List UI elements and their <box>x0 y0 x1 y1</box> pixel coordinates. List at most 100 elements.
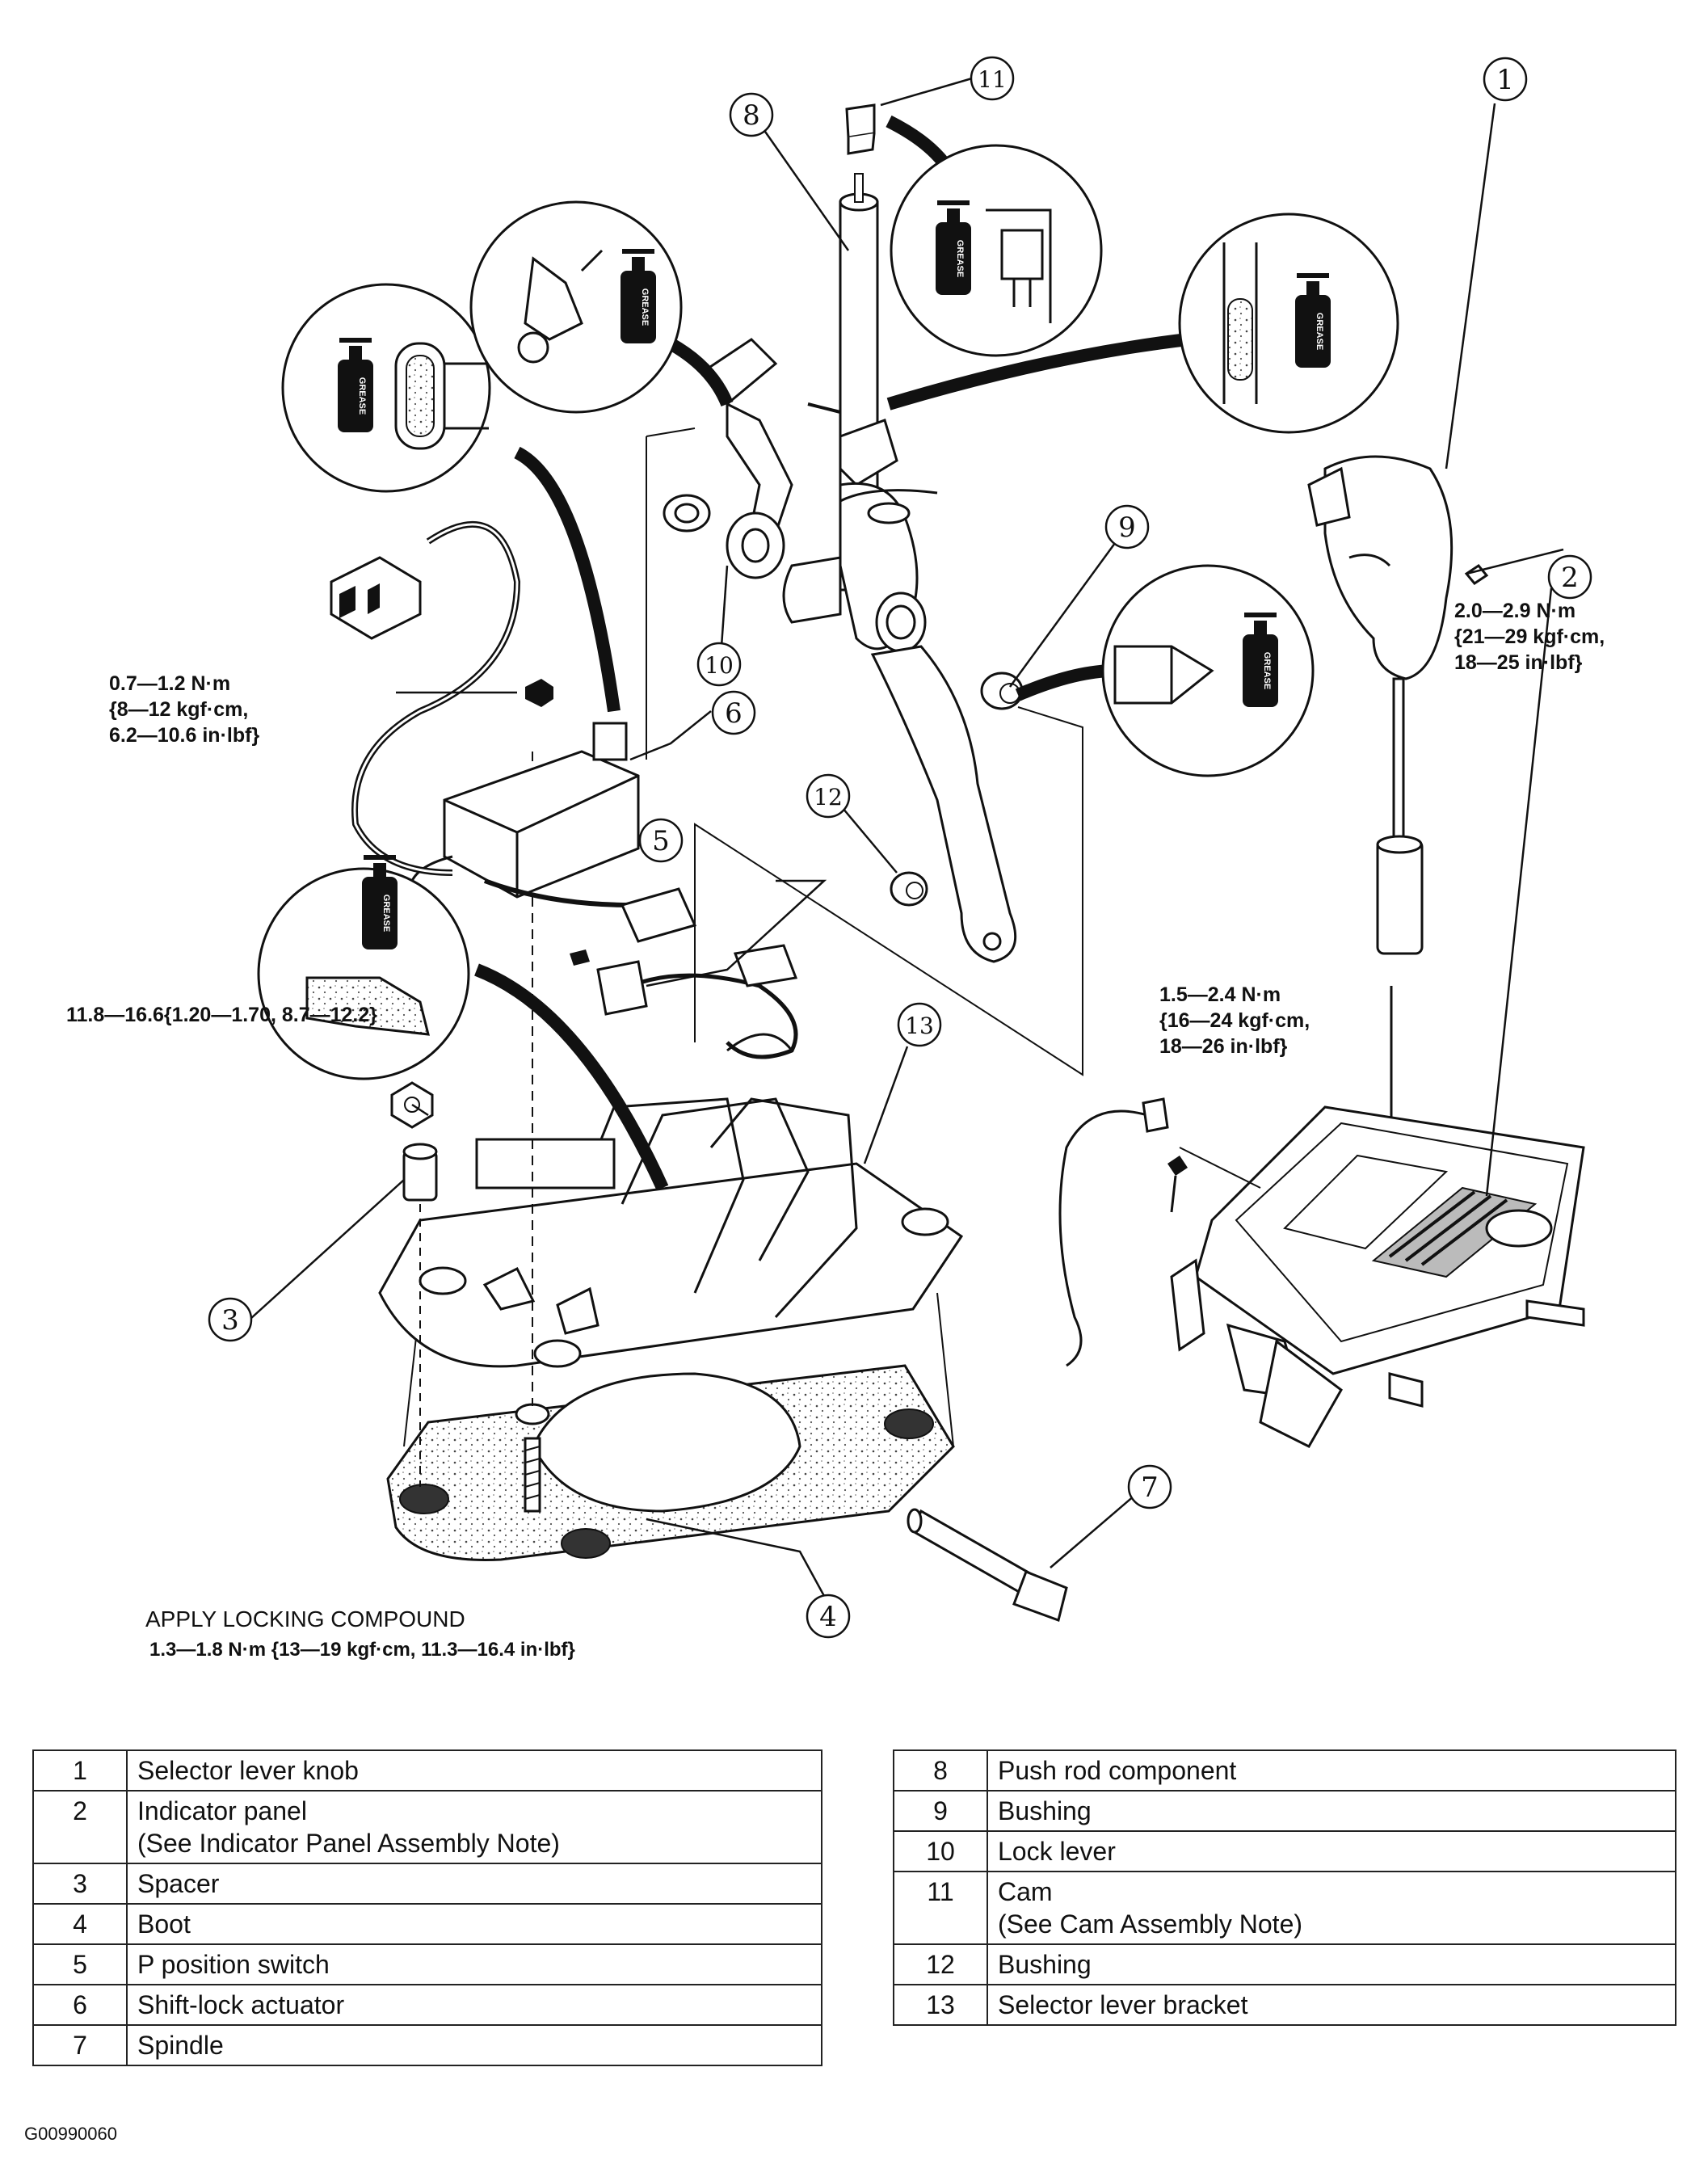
torque-bracket-nut: 11.8—16.6{1.20—1.70, 8.7—12.2} <box>66 1004 378 1026</box>
grease-detail-lock-lever <box>469 200 734 414</box>
part-number: 11 <box>893 1871 988 1945</box>
part-description: P position switch <box>126 1943 822 1985</box>
part-description: Bushing <box>987 1943 1676 1985</box>
part-number: 12 <box>893 1943 988 1985</box>
grease-detail-bracket <box>257 855 669 1191</box>
shift-lock-actuator <box>410 679 640 899</box>
part-number: 5 <box>32 1943 128 1985</box>
svg-text:1: 1 <box>1496 64 1514 96</box>
torque-actuator-bolt: 0.7—1.2 N·m {8—12 kgf·cm, 6.2—10.6 in·lb… <box>109 672 260 747</box>
part-number: 6 <box>32 1984 128 2026</box>
torque-knob-screw: 2.0—2.9 N·m {21—29 kgf·cm, 18—25 in·lbf} <box>1454 600 1605 674</box>
part-description: Spindle <box>126 2024 822 2066</box>
grease-label: GREASE <box>1262 652 1272 689</box>
part-description: Spacer <box>126 1863 822 1905</box>
bushing-12 <box>890 871 928 907</box>
grease-label: GREASE <box>640 288 650 326</box>
grease-detail-bushing <box>1015 564 1315 777</box>
svg-text:9: 9 <box>1118 512 1136 544</box>
callout-6: 6 <box>711 690 756 735</box>
part-number: 1 <box>32 1749 128 1792</box>
svg-text:13: 13 <box>905 1013 934 1039</box>
selector-lever-knob <box>1307 455 1489 955</box>
part-number: 7 <box>32 2024 128 2066</box>
callout-10: 10 <box>696 642 742 687</box>
callout-7: 7 <box>1127 1464 1172 1509</box>
callout-9: 9 <box>1104 504 1150 549</box>
part-number: 10 <box>893 1830 988 1872</box>
part-number: 4 <box>32 1903 128 1945</box>
cam <box>845 103 876 155</box>
part-description: Push rod component <box>987 1749 1676 1792</box>
grease-label: GREASE <box>1315 313 1324 350</box>
exploded-parts-diagram: 1 2 3 4 5 6 7 8 9 10 11 12 <box>208 56 1592 1639</box>
p-position-switch <box>570 949 648 1016</box>
svg-text:6: 6 <box>725 697 743 730</box>
svg-text:11: 11 <box>978 66 1007 93</box>
indicator-panel <box>1058 1097 1585 1448</box>
apply-locking-compound-note: APPLY LOCKING COMPOUND <box>145 1606 465 1632</box>
grease-label: GREASE <box>357 377 367 415</box>
callout-5: 5 <box>638 818 684 863</box>
svg-text:12: 12 <box>814 784 843 811</box>
torque-boot-bolt: 1.3—1.8 N·m {13—19 kgf·cm, 11.3—16.4 in·… <box>149 1639 575 1661</box>
svg-text:4: 4 <box>819 1601 837 1633</box>
grease-detail-push-rod <box>886 213 1399 434</box>
svg-text:3: 3 <box>221 1304 239 1337</box>
part-number: 3 <box>32 1863 128 1905</box>
leader-lines <box>250 77 1564 1597</box>
part-description: Selector lever bracket <box>987 1984 1676 2026</box>
callout-11: 11 <box>970 56 1015 101</box>
figure-id: G00990060 <box>24 2124 117 2144</box>
svg-text:10: 10 <box>705 652 734 679</box>
lock-lever <box>663 338 793 579</box>
grease-detail-cam <box>886 115 1103 357</box>
part-description: Lock lever <box>987 1830 1676 1872</box>
grease-label: GREASE <box>381 895 391 932</box>
part-description: Selector lever knob <box>126 1749 822 1792</box>
callout-1: 1 <box>1483 57 1528 102</box>
callout-13: 13 <box>897 1002 942 1047</box>
push-rod-component <box>782 173 1017 963</box>
part-description: Bushing <box>987 1790 1676 1832</box>
torque-panel-screw: 1.5—2.4 N·m {16—24 kgf·cm, 18—26 in·lbf} <box>1159 983 1310 1058</box>
spacer <box>402 1143 438 1487</box>
grease-detail-connector <box>281 283 621 713</box>
svg-text:7: 7 <box>1141 1472 1159 1504</box>
part-number: 8 <box>893 1749 988 1792</box>
bushing-9 <box>980 672 1024 710</box>
part-number: 13 <box>893 1984 988 2026</box>
part-description: Boot <box>126 1903 822 1945</box>
spindle <box>907 1508 1068 1622</box>
part-description: Shift-lock actuator <box>126 1984 822 2026</box>
grease-label: GREASE <box>955 240 965 277</box>
callout-8: 8 <box>729 92 774 137</box>
selector-lever-bracket <box>378 1097 964 1368</box>
callout-3: 3 <box>208 1297 253 1342</box>
part-description: Indicator panel (See Indicator Panel Ass… <box>126 1790 822 1864</box>
boot-bolt <box>515 752 550 1513</box>
part-number: 9 <box>893 1790 988 1832</box>
svg-text:8: 8 <box>743 99 760 132</box>
callout-2: 2 <box>1547 554 1592 600</box>
callout-12: 12 <box>806 773 851 819</box>
svg-text:5: 5 <box>652 825 670 857</box>
part-number: 2 <box>32 1790 128 1864</box>
callout-4: 4 <box>806 1594 851 1639</box>
svg-text:2: 2 <box>1561 562 1579 594</box>
